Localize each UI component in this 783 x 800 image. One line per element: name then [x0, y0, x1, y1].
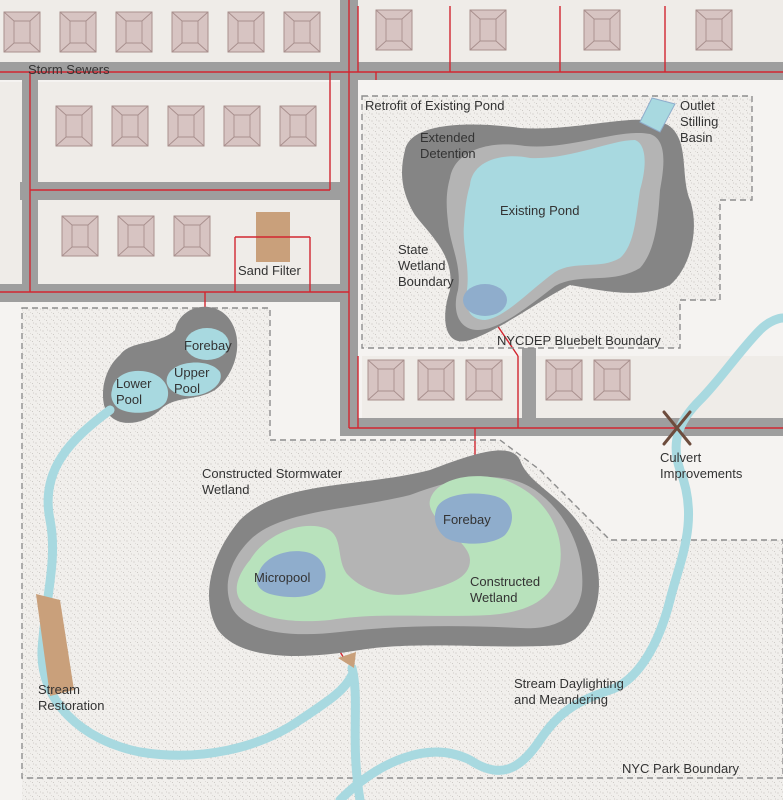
label-retrofit: Retrofit of Existing Pond — [365, 98, 504, 113]
label-forebay-main: Forebay — [443, 512, 491, 527]
storm-sewers — [0, 0, 783, 661]
label-cw-2: Wetland — [470, 590, 517, 605]
label-lower-2: Pool — [116, 392, 142, 407]
culvert — [662, 410, 692, 446]
label-culvert-2: Improvements — [660, 466, 743, 481]
label-state-2: Wetland — [398, 258, 445, 273]
label-outlet-2: Stilling — [680, 114, 718, 129]
label-upper-1: Upper — [174, 365, 210, 380]
label-extended-2: Detention — [420, 146, 476, 161]
boundaries — [21, 95, 783, 779]
streams — [37, 313, 783, 800]
labels: Storm Sewers Retrofit of Existing Pond O… — [28, 62, 743, 776]
label-park-boundary: NYC Park Boundary — [622, 761, 740, 776]
label-culvert-1: Culvert — [660, 450, 702, 465]
outlet-structure — [338, 652, 356, 668]
existing-pond — [402, 97, 694, 342]
label-cw-1: Constructed — [470, 574, 540, 589]
label-stream-rest-2: Restoration — [38, 698, 104, 713]
label-state-1: State — [398, 242, 428, 257]
label-stream-rest-1: Stream — [38, 682, 80, 697]
label-outlet-1: Outlet — [680, 98, 715, 113]
label-sand-filter: Sand Filter — [238, 263, 302, 278]
forebay-pool-system — [102, 306, 238, 423]
roads — [0, 0, 783, 436]
label-storm-sewers: Storm Sewers — [28, 62, 110, 77]
label-outlet-3: Basin — [680, 130, 713, 145]
label-bluebelt: NYCDEP Bluebelt Boundary — [497, 333, 661, 348]
label-upper-2: Pool — [174, 381, 200, 396]
label-csw-2: Wetland — [202, 482, 249, 497]
constructed-stormwater-wetland — [209, 450, 599, 656]
label-state-3: Boundary — [398, 274, 454, 289]
label-csw-1: Constructed Stormwater — [202, 466, 343, 481]
label-lower-1: Lower — [116, 376, 152, 391]
label-daylight-2: and Meandering — [514, 692, 608, 707]
label-micropool: Micropool — [254, 570, 310, 585]
label-forebay-top: Forebay — [184, 338, 232, 353]
stream-restoration-area — [36, 594, 74, 696]
label-daylight-1: Stream Daylighting — [514, 676, 624, 691]
label-extended-1: Extended — [420, 130, 475, 145]
label-existing-pond: Existing Pond — [500, 203, 580, 218]
